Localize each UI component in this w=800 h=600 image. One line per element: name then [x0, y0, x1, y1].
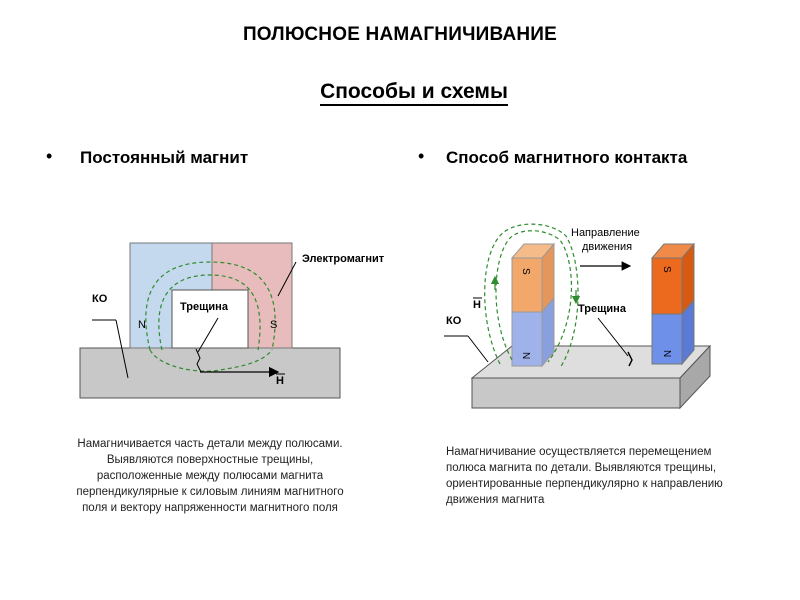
bullet-right: •	[418, 146, 425, 166]
label-north-magnet2: N	[661, 350, 672, 357]
leader-crack-left	[197, 317, 219, 353]
right-crack	[627, 351, 633, 367]
leader-ko-right-2	[467, 335, 489, 363]
label-crack-right: Трещина	[578, 303, 627, 315]
field-line-outer	[145, 261, 276, 351]
field-line-inner	[158, 274, 261, 351]
right-magnet1-s	[511, 257, 543, 313]
right-part-front	[471, 377, 681, 409]
left-description: Намагничивается часть детали между полюс…	[76, 438, 344, 514]
leader-crack-right	[597, 317, 629, 357]
right-magnet2-n-side	[681, 298, 695, 366]
label-h-right: H	[473, 299, 481, 311]
label-crack-left: Трещина	[180, 301, 229, 313]
right-part-side	[679, 344, 711, 410]
label-north-magnet1: N	[520, 352, 531, 359]
left-gap	[171, 289, 249, 349]
left-part	[79, 347, 341, 399]
label-electromagnet: Электромагнит	[302, 253, 385, 265]
right-magnet2-n	[651, 313, 683, 365]
label-ko-right: КО	[446, 315, 462, 327]
leader-electromagnet	[277, 261, 297, 297]
label-direction-1: Направление	[571, 227, 640, 239]
right-heading: Способ магнитного контакта	[446, 148, 688, 167]
page-title: ПОЛЮСНОЕ НАМАГНИЧИВАНИЕ	[242, 24, 558, 45]
label-south-left: S	[270, 319, 277, 331]
label-south-magnet1: S	[520, 268, 531, 275]
right-magnet2-s	[651, 257, 683, 315]
label-south-magnet2: S	[661, 266, 672, 273]
right-field-line-1	[495, 230, 573, 363]
bullet-left: •	[46, 146, 53, 166]
left-heading: Постоянный магнит	[80, 148, 249, 167]
label-direction-2: движения	[582, 241, 632, 253]
right-magnet1-n-side	[541, 296, 555, 368]
right-magnet1-n	[511, 311, 543, 367]
page-subtitle: Способы и схемы	[0, 80, 800, 106]
leader-ko-left-2	[115, 319, 129, 379]
left-crack	[195, 348, 202, 373]
label-north-left: N	[138, 319, 146, 331]
label-ko-left: КО	[92, 293, 108, 305]
label-h-left: H	[276, 375, 284, 387]
right-description: Намагничивание осуществляется перемещени…	[446, 446, 723, 506]
